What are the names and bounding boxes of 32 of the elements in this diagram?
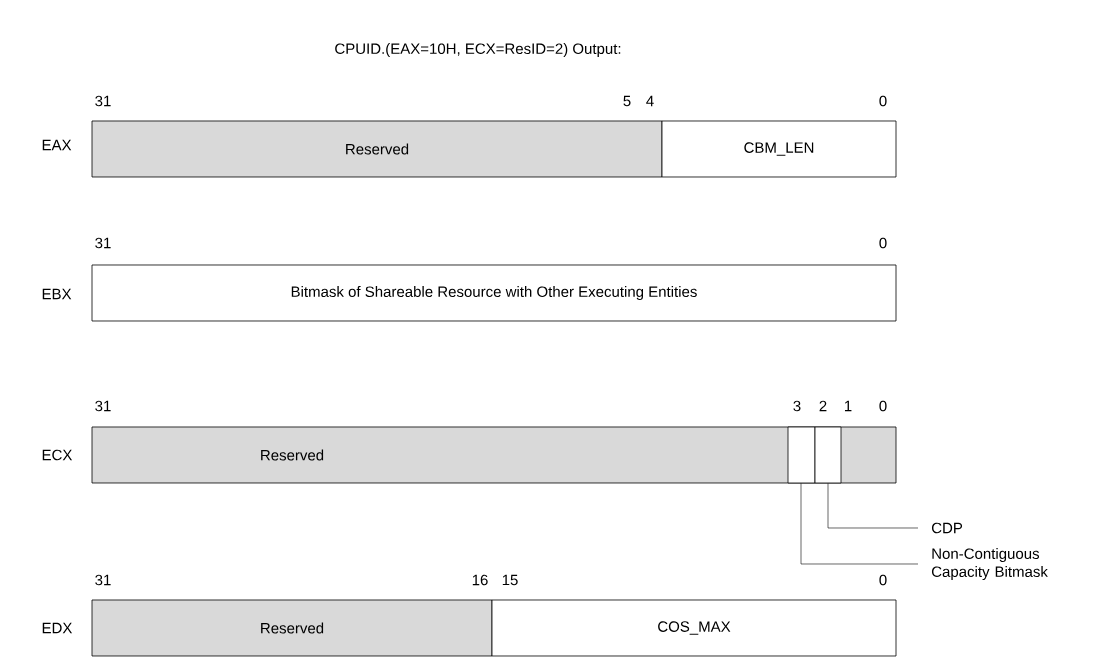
bit-number: 31 (95, 95, 111, 107)
register-name: ECX (42, 449, 73, 461)
bit-number: 31 (95, 574, 111, 586)
register-name: EBX (42, 288, 72, 300)
register-field: Bitmask of Shareable Resource with Other Executing Entities (91, 264, 897, 322)
bit-number: 15 (502, 574, 518, 586)
field-label: Non-Contiguous Capacity Bitmask (931, 548, 1048, 580)
bit-cell (787, 426, 816, 484)
bit-cell (814, 426, 842, 484)
register-field: Reserved (91, 120, 663, 178)
register-field: Reserved (91, 599, 493, 657)
bit-number: 4 (646, 95, 654, 107)
bit-number: 31 (95, 237, 111, 249)
bit-number: 0 (879, 400, 887, 412)
bit-number: 1 (845, 400, 852, 412)
field-label: CDP (931, 522, 963, 534)
register-name: EAX (42, 139, 72, 151)
register-field: CBM_LEN (661, 120, 897, 178)
bit-number: 0 (879, 237, 887, 249)
bit-number: 0 (879, 574, 887, 586)
title: CPUID.(EAX=10H, ECX=ResID=2) Output: (335, 43, 621, 57)
bit-number: 2 (819, 400, 827, 412)
register-name: EDX (42, 622, 73, 634)
leader-line (827, 483, 919, 529)
register-field: COS_MAX (491, 599, 897, 657)
bit-number: 31 (95, 400, 111, 412)
bit-number: 5 (623, 95, 631, 107)
leader-line (800, 483, 919, 565)
bit-number: 3 (793, 400, 801, 412)
bit-number: 0 (879, 95, 887, 107)
register-field: Reserved (91, 426, 897, 484)
bit-number: 16 (472, 574, 488, 586)
